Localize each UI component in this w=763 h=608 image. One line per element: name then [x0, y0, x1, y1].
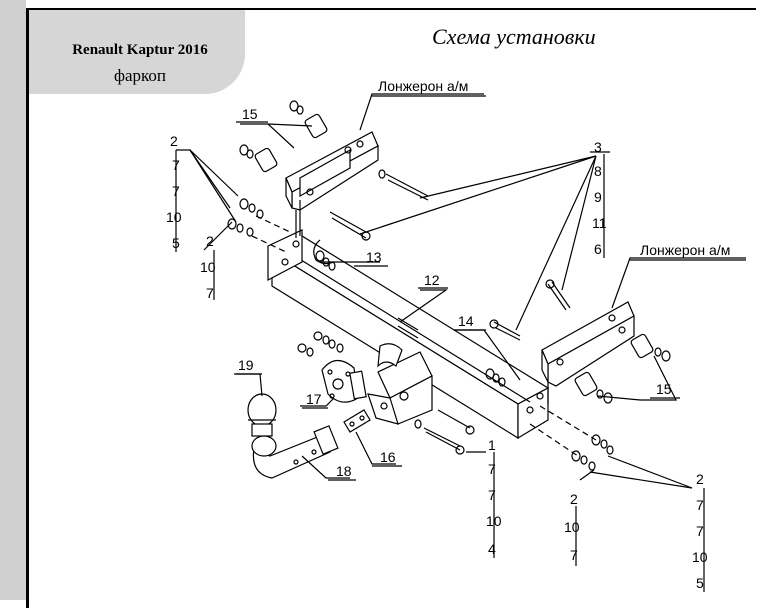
stack-bottom-right-4: 5 [696, 575, 704, 591]
stack-bottom-right-0: 2 [696, 471, 704, 487]
stack-bottom-right-3: 10 [692, 549, 708, 565]
frame-rail-label-1: Лонжерон а/м [378, 78, 468, 94]
stack-bottom-center-3: 10 [486, 513, 502, 529]
stack-bottom-right-1: 7 [696, 497, 704, 513]
stack-left-mid-2: 7 [206, 285, 214, 301]
left-fastener-stack [227, 100, 336, 271]
callout-17: 17 [306, 391, 322, 407]
stack-top-right-3: 11 [592, 215, 607, 231]
right-mounting-bracket [541, 301, 635, 404]
socket-plate-17 [297, 331, 367, 403]
frame-rail-leader-2 [611, 257, 746, 309]
bolt-set-1 [414, 409, 475, 455]
callout-1: 1 [470, 433, 478, 449]
frame-rail-leader-1 [359, 93, 484, 131]
stack-left-top-4: 5 [172, 235, 180, 251]
stack-left-top-2: 7 [172, 183, 180, 199]
stack-bottom-center-2: 7 [488, 487, 496, 503]
stack-bottom-right-2: 7 [696, 523, 704, 539]
wire-13 [313, 239, 335, 265]
product-name: фаркоп [113, 66, 167, 85]
callout-15-right: 15 [656, 381, 672, 397]
stack-top-right-4: 6 [594, 241, 602, 257]
left-mounting-bracket [285, 131, 379, 238]
tow-ball-19 [247, 393, 277, 437]
title-block [29, 10, 245, 94]
vehicle-model: Renault Kaptur 2016 [72, 42, 208, 58]
stack-top-right-0: 3 [594, 139, 602, 155]
cover-plate-16 [343, 409, 371, 433]
callout-18: 18 [336, 463, 352, 479]
callout-15-top: 15 [242, 106, 258, 122]
drawing-frame [26, 8, 756, 608]
stack-left-mid-0: 2 [206, 233, 214, 249]
frame-rail-label-2: Лонжерон а/м [640, 242, 730, 258]
diagram-title: Схема установки [432, 24, 596, 49]
left-margin-bar [0, 0, 26, 600]
callout-19: 19 [238, 357, 254, 373]
stack-left-top-1: 7 [172, 157, 180, 173]
callout-12: 12 [424, 272, 440, 288]
ball-arm-18 [251, 425, 339, 479]
stack-bottom-center-1: 7 [488, 461, 496, 477]
stack-top-right-1: 8 [594, 163, 602, 179]
stack-bottom-mid-0: 2 [570, 491, 578, 507]
right-fastener-stack [485, 347, 671, 471]
spacer-tubes-15 [254, 113, 654, 397]
hitch-mount-block [367, 317, 433, 425]
stack-top-right-2: 9 [594, 189, 602, 205]
callout-13: 13 [366, 249, 382, 265]
stack-left-top-0: 2 [170, 133, 178, 149]
stack-bottom-mid-1: 10 [564, 519, 580, 535]
callout-16: 16 [380, 449, 396, 465]
stack-bottom-mid-2: 7 [570, 547, 578, 563]
stack-bottom-center-4: 4 [488, 541, 496, 557]
stack-left-mid-1: 10 [200, 259, 216, 275]
stack-left-top-3: 10 [166, 209, 182, 225]
bolt-set-3 [329, 169, 571, 341]
stack-bottom-center-0: 1 [488, 437, 496, 453]
callout-14: 14 [458, 313, 474, 329]
